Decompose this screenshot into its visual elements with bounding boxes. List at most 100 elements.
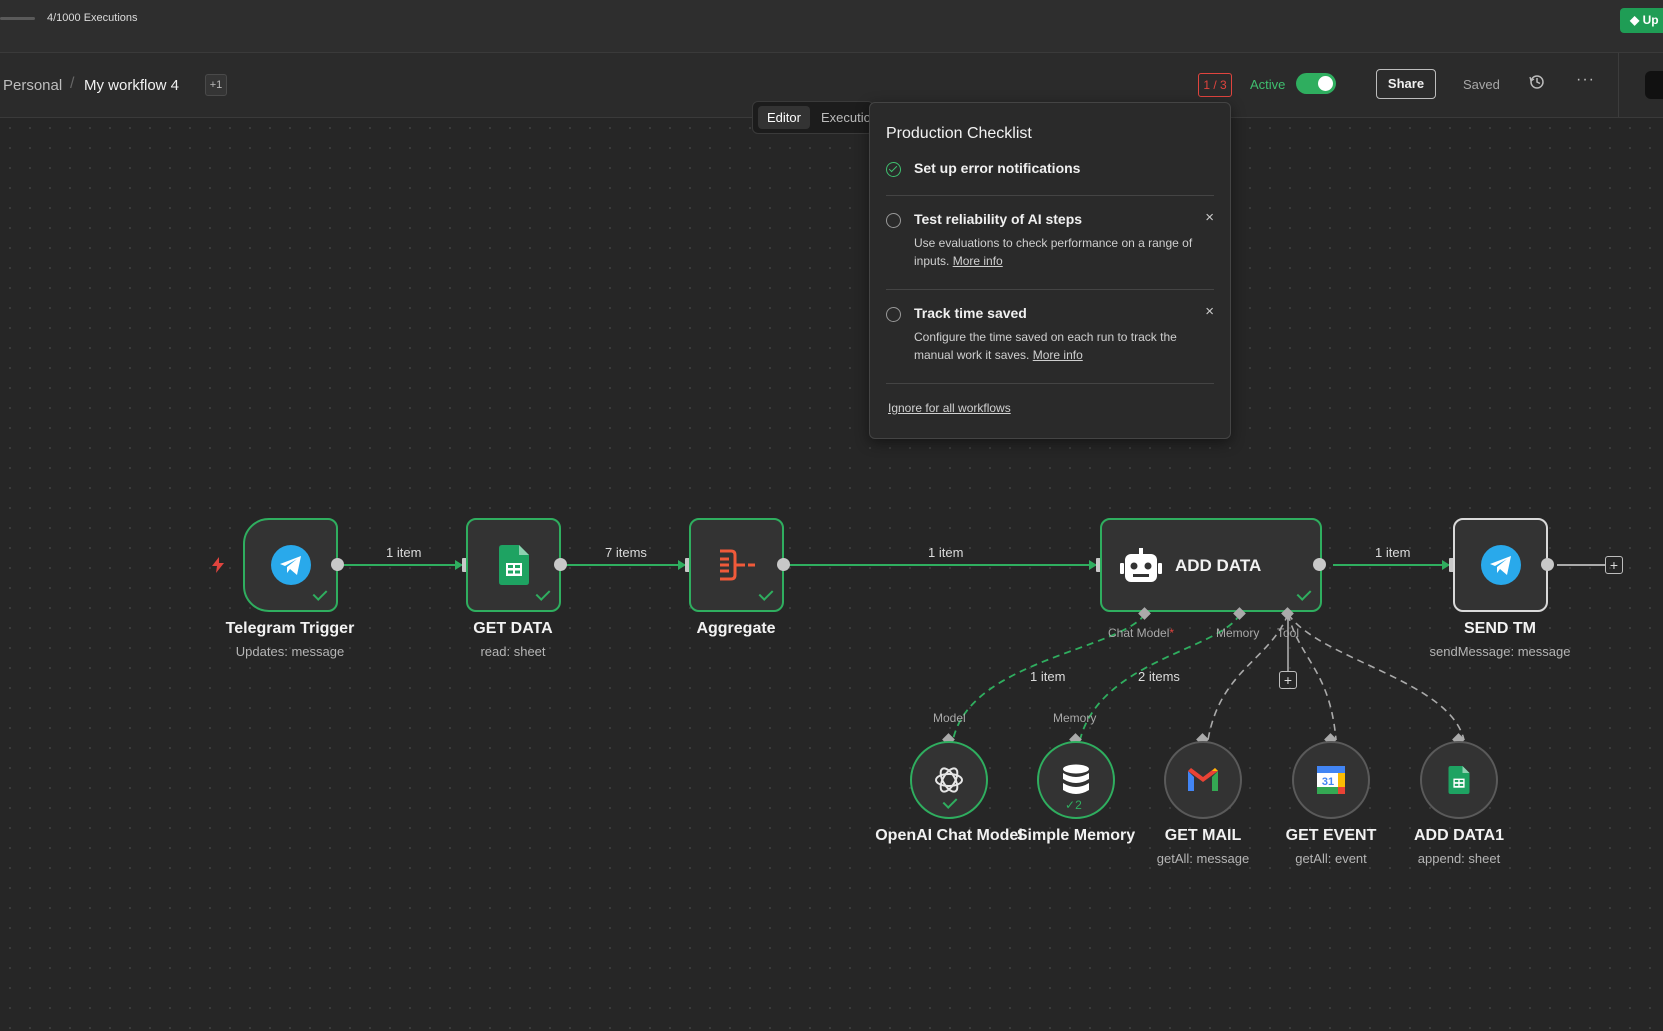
top-bar: 4/1000 Executions ◆ Up [0, 0, 1663, 53]
input-port[interactable] [685, 558, 691, 572]
close-icon[interactable]: × [1205, 303, 1214, 320]
output-port[interactable] [331, 558, 344, 571]
port-label-memory-in: Memory [1053, 711, 1097, 725]
output-port[interactable] [1313, 558, 1326, 571]
node-label: GET MAIL [1164, 827, 1242, 844]
edge-label-aggregate-adddata: 1 item [928, 545, 964, 560]
ignore-all-workflows-link[interactable]: Ignore for all workflows [888, 401, 1011, 415]
checklist-item-time-saved[interactable]: Track time saved × Configure the time sa… [886, 303, 1214, 367]
checklist-item-title: Set up error notifications [914, 160, 1081, 176]
node-add-data1[interactable] [1420, 741, 1498, 819]
active-toggle[interactable] [1296, 73, 1336, 94]
required-mark: * [1169, 626, 1175, 640]
calendar-day: 31 [1322, 776, 1334, 788]
input-port[interactable] [1449, 558, 1455, 572]
output-port[interactable] [777, 558, 790, 571]
saved-status: Saved [1463, 77, 1500, 92]
breadcrumb-separator: / [70, 75, 75, 92]
upgrade-button[interactable]: ◆ Up [1620, 8, 1663, 33]
port-label-model: Model [933, 711, 966, 725]
success-check-icon [312, 586, 328, 601]
node-subtitle: getAll: message [1156, 851, 1250, 866]
checklist-item-description: Configure the time saved on each run to … [914, 328, 1204, 364]
edge-label-trigger-getdata: 1 item [386, 545, 422, 560]
checklist-item-error-notifications[interactable]: Set up error notifications [886, 160, 1214, 184]
node-label: Aggregate [696, 620, 776, 637]
success-check-icon [758, 586, 774, 601]
node-aggregate[interactable] [689, 518, 784, 612]
port-label-tool: Tool [1277, 626, 1300, 640]
description-text: Configure the time saved on each run to … [914, 330, 1177, 362]
checklist-title: Production Checklist [886, 125, 1032, 142]
node-simple-memory[interactable]: ✓2 [1037, 741, 1115, 819]
node-get-mail[interactable] [1164, 741, 1242, 819]
divider [886, 289, 1214, 290]
node-label: GET DATA [473, 620, 553, 637]
node-label: ADD DATA1 [1413, 827, 1505, 844]
node-get-data[interactable] [466, 518, 561, 612]
node-label: ADD DATA [1175, 556, 1262, 575]
share-button[interactable]: Share [1376, 69, 1436, 99]
add-tool-button[interactable]: + [1279, 671, 1297, 689]
port-label-chat-model: Chat Model* [1108, 626, 1174, 640]
robot-icon [1120, 548, 1162, 582]
divider [886, 195, 1214, 196]
success-check-icon [535, 586, 551, 601]
node-get-event[interactable]: 31 [1292, 741, 1370, 819]
tab-editor[interactable]: Editor [758, 106, 810, 129]
close-icon[interactable]: × [1205, 209, 1214, 226]
node-openai-chat-model[interactable] [910, 741, 988, 819]
checklist-item-ai-reliability[interactable]: Test reliability of AI steps × Use evalu… [886, 209, 1214, 273]
active-label: Active [1250, 77, 1286, 92]
gem-icon: ◆ [1630, 13, 1643, 27]
checklist-item-title: Test reliability of AI steps [914, 211, 1083, 227]
tags-more-button[interactable]: +1 [205, 74, 227, 96]
history-icon[interactable] [1528, 73, 1546, 91]
header-divider [1618, 53, 1619, 117]
github-icon[interactable] [1645, 71, 1663, 99]
input-port[interactable] [462, 558, 468, 572]
output-port[interactable] [554, 558, 567, 571]
checklist-item-description: Use evaluations to check performance on … [914, 234, 1204, 270]
executions-usage-bar [0, 17, 35, 20]
more-info-link[interactable]: More info [952, 254, 1003, 268]
checklist-item-title: Track time saved [914, 305, 1027, 321]
output-port[interactable] [1541, 558, 1554, 571]
node-label: SEND TM [1464, 620, 1536, 637]
node-subtitle: getAll: event [1295, 851, 1367, 866]
checklist-counter-badge[interactable]: 1 / 3 [1198, 73, 1232, 97]
node-label: Telegram Trigger [225, 620, 355, 637]
google-sheets-icon [498, 545, 529, 585]
success-check-icon [1296, 586, 1312, 601]
edge-label-memory: 2 items [1138, 669, 1180, 684]
edge-label-getdata-aggregate: 7 items [605, 545, 647, 560]
node-send-tm[interactable] [1453, 518, 1548, 612]
tab-executions[interactable]: Executions [821, 110, 871, 125]
database-icon [1063, 764, 1089, 794]
node-label: OpenAI Chat Model [875, 827, 1023, 844]
node-add-data-agent[interactable]: ADD DATA [1100, 518, 1322, 612]
description-text: Use evaluations to check performance on … [914, 236, 1193, 268]
divider [886, 383, 1214, 384]
google-calendar-icon: 31 [1317, 766, 1345, 794]
empty-circle-icon [886, 307, 901, 322]
node-telegram-trigger[interactable] [243, 518, 338, 612]
edge-label-adddata-sendtm: 1 item [1375, 545, 1411, 560]
more-info-link[interactable]: More info [1032, 348, 1083, 362]
workflow-name[interactable]: My workflow 4 [84, 77, 180, 94]
add-node-button[interactable]: + [1605, 556, 1623, 574]
breadcrumb-project[interactable]: Personal [3, 77, 63, 94]
run-count-badge: ✓2 [1065, 798, 1082, 812]
node-label: Simple Memory [1016, 827, 1136, 844]
more-options-icon[interactable]: ··· [1576, 71, 1595, 88]
check-circle-icon [886, 162, 901, 177]
chat-model-text: Chat Model [1108, 626, 1170, 640]
run-count: 2 [1075, 798, 1082, 812]
empty-circle-icon [886, 213, 901, 228]
view-switcher: Editor Executions [752, 101, 874, 134]
node-subtitle: read: sheet [480, 644, 546, 659]
executions-usage-text: 4/1000 Executions [47, 12, 138, 24]
google-sheets-icon [1448, 766, 1470, 794]
input-port[interactable] [1096, 558, 1102, 572]
port-label-memory: Memory [1216, 626, 1260, 640]
